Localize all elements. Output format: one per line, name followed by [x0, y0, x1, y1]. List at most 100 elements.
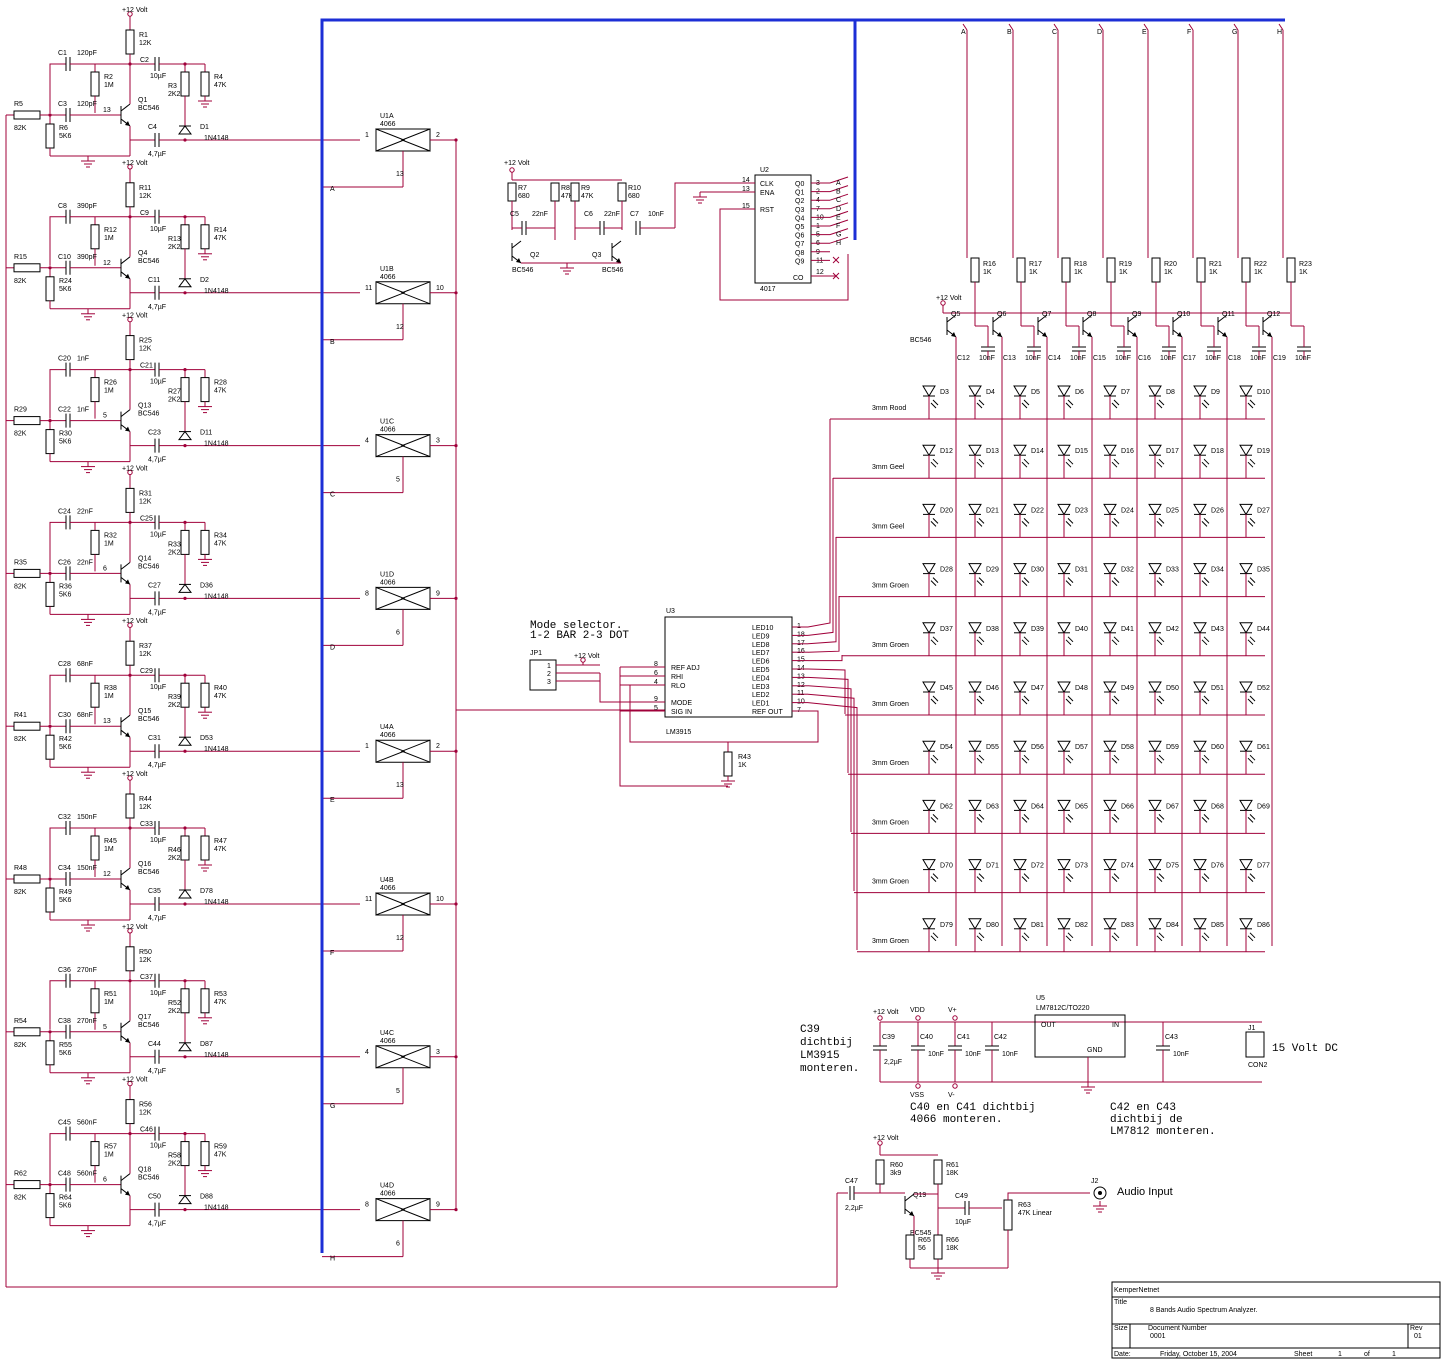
led	[1103, 918, 1117, 930]
led-ray	[1203, 577, 1210, 583]
led-ref: D77	[1257, 863, 1270, 870]
pin-label: 13	[103, 107, 111, 114]
resistor	[45, 887, 55, 913]
value-label: 10nF	[1115, 355, 1131, 362]
led-ray	[1067, 932, 1074, 939]
value-label: 1nF	[77, 407, 89, 414]
resistor	[13, 263, 41, 273]
led-ray	[932, 636, 939, 643]
audio-label: Audio Input	[1117, 1186, 1173, 1198]
resistor	[90, 835, 100, 861]
bus-letter: G	[330, 1103, 335, 1110]
bus-letter: F	[1187, 29, 1191, 36]
resistor	[45, 429, 55, 455]
ref-label: R42	[59, 736, 72, 743]
wire	[829, 236, 849, 244]
value-label: 1K	[1164, 269, 1173, 276]
value-label: 47K	[214, 1152, 227, 1159]
value-label: 1K	[1254, 269, 1263, 276]
ref-label: R18	[1074, 261, 1087, 268]
supply-label: +12 Volt	[873, 1009, 899, 1016]
switch-triangle	[400, 739, 431, 763]
led-ray	[1065, 402, 1072, 409]
ref-label: R66	[946, 1237, 959, 1244]
value-label: 12K	[139, 40, 152, 47]
led-ray	[976, 935, 983, 942]
led-ray	[1067, 636, 1074, 643]
wire	[829, 193, 849, 201]
led-ray	[976, 639, 983, 646]
value-label: 10nF	[1160, 355, 1176, 362]
ref-label: C45	[58, 1120, 71, 1127]
ref-label: R8	[561, 185, 570, 192]
ref-label: R47	[214, 838, 227, 845]
led	[1057, 444, 1071, 457]
ref-label: C37	[140, 974, 153, 981]
value-label: 10nF	[979, 355, 995, 362]
led	[1013, 444, 1027, 457]
note: dichtbij de	[1110, 1114, 1183, 1126]
led	[922, 740, 936, 753]
led-ray	[1201, 757, 1208, 764]
wire	[808, 655, 843, 662]
ref-label: R1	[139, 32, 148, 39]
value-label: 560nF	[77, 1120, 97, 1127]
pin-name: LED5	[752, 667, 770, 674]
led	[922, 622, 936, 634]
ref-label: R34	[214, 532, 227, 539]
transistor-collector	[120, 867, 131, 876]
led-ref: D45	[940, 685, 953, 692]
switch-triangle	[400, 281, 431, 305]
resistor	[875, 1159, 885, 1185]
resistor	[200, 988, 210, 1014]
led-ray	[1067, 518, 1074, 524]
led-ray	[1247, 402, 1254, 409]
pin-name: IN	[1112, 1022, 1119, 1029]
led-ray	[1158, 518, 1165, 524]
value-label: 10nF	[928, 1051, 944, 1058]
resistor	[90, 529, 100, 555]
value-label: 3k9	[890, 1170, 901, 1177]
ref-label: C4	[148, 124, 157, 131]
supply-label: +12 Volt	[122, 465, 148, 472]
wire	[1143, 23, 1149, 31]
pin-label: 3	[436, 1049, 440, 1056]
led-ray	[932, 399, 939, 406]
value-label: 10µF	[150, 379, 166, 386]
ref-label: C33	[140, 821, 153, 828]
led	[922, 859, 936, 871]
led-ref: D72	[1031, 863, 1044, 870]
resistor	[570, 182, 580, 202]
led-ray	[976, 521, 983, 527]
field-label: Sheet	[1294, 1351, 1312, 1358]
led-ref: D18	[1211, 448, 1224, 455]
pin-label: 4	[365, 1049, 369, 1056]
led-ref: D74	[1121, 863, 1134, 870]
ref-label: C40	[920, 1034, 933, 1041]
resistor	[13, 1180, 41, 1190]
led	[1193, 385, 1207, 397]
ref-label: R21	[1209, 261, 1222, 268]
junction-dot	[183, 215, 187, 219]
led	[922, 444, 936, 457]
ref-label: D53	[200, 735, 213, 742]
resistor	[617, 182, 627, 202]
wire	[629, 685, 819, 743]
ref-label: R39	[168, 694, 181, 701]
ref-label: C19	[1273, 355, 1286, 362]
led-ray	[1023, 873, 1030, 879]
value-label: 1K	[738, 762, 747, 769]
resistor	[13, 874, 41, 884]
pin-label: 12	[103, 871, 111, 878]
company: KemperNetnet	[1114, 1287, 1159, 1294]
pin-label: 3	[436, 438, 440, 445]
resistor	[180, 71, 190, 97]
led-ray	[1247, 876, 1254, 882]
bus-letter: E	[836, 214, 841, 221]
led-ray	[1023, 695, 1030, 702]
led-ray	[976, 698, 983, 705]
field-label: Document Number	[1148, 1325, 1207, 1332]
ref-label: C30	[58, 712, 71, 719]
